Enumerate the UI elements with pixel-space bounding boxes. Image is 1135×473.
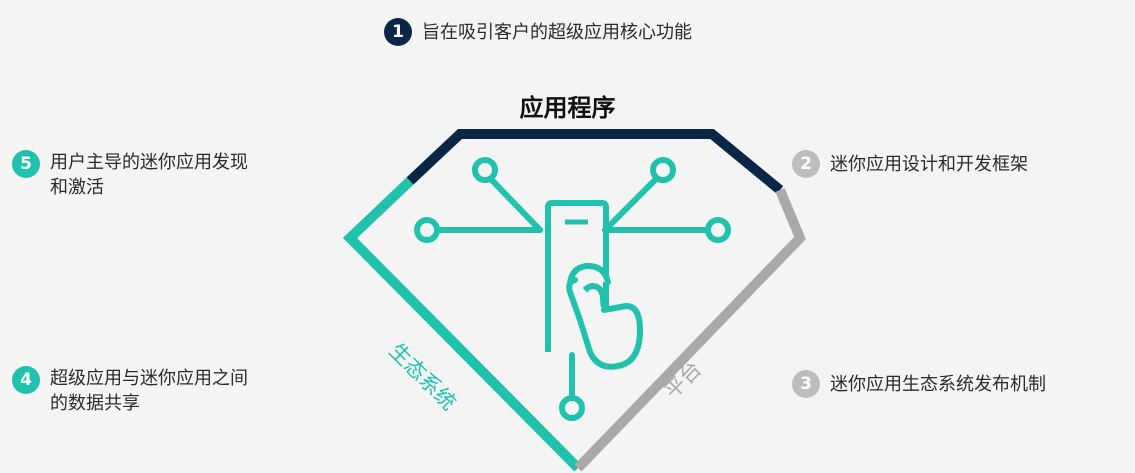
feature-item-1: 1 旨在吸引客户的超级应用核心功能 <box>384 18 692 46</box>
feature-item-5: 5 用户主导的迷你应用发现 和激活 <box>12 150 248 200</box>
network-nodes-icon <box>414 157 731 421</box>
feature-label-4: 超级应用与迷你应用之间 的数据共享 <box>50 368 248 414</box>
number-badge-5: 5 <box>12 150 40 178</box>
phone-icon <box>545 200 609 352</box>
feature-label-3: 迷你应用生态系统发布机制 <box>830 374 1046 395</box>
feature-item-3: 3 迷你应用生态系统发布机制 <box>792 370 1046 398</box>
number-badge-3: 3 <box>792 370 820 398</box>
edge-label-platform: 平台 <box>660 357 707 404</box>
number-badge-1: 1 <box>384 18 412 46</box>
number-badge-2: 2 <box>792 150 820 178</box>
diamond-top-edge <box>406 129 784 194</box>
edge-label-ecosystem: 生态系统 <box>384 339 460 415</box>
number-badge-4: 4 <box>12 366 40 394</box>
feature-item-2: 2 迷你应用设计和开发框架 <box>792 150 1028 178</box>
feature-label-2: 迷你应用设计和开发框架 <box>830 154 1028 175</box>
page-title: 应用程序 <box>519 94 616 122</box>
feature-label-5: 用户主导的迷你应用发现 和激活 <box>50 152 248 198</box>
feature-item-4: 4 超级应用与迷你应用之间 的数据共享 <box>12 366 248 416</box>
hand-tap-icon <box>566 262 643 370</box>
diamond-right-edge <box>574 188 806 472</box>
diamond-left-edge <box>342 177 582 472</box>
feature-label-1: 旨在吸引客户的超级应用核心功能 <box>422 22 692 43</box>
